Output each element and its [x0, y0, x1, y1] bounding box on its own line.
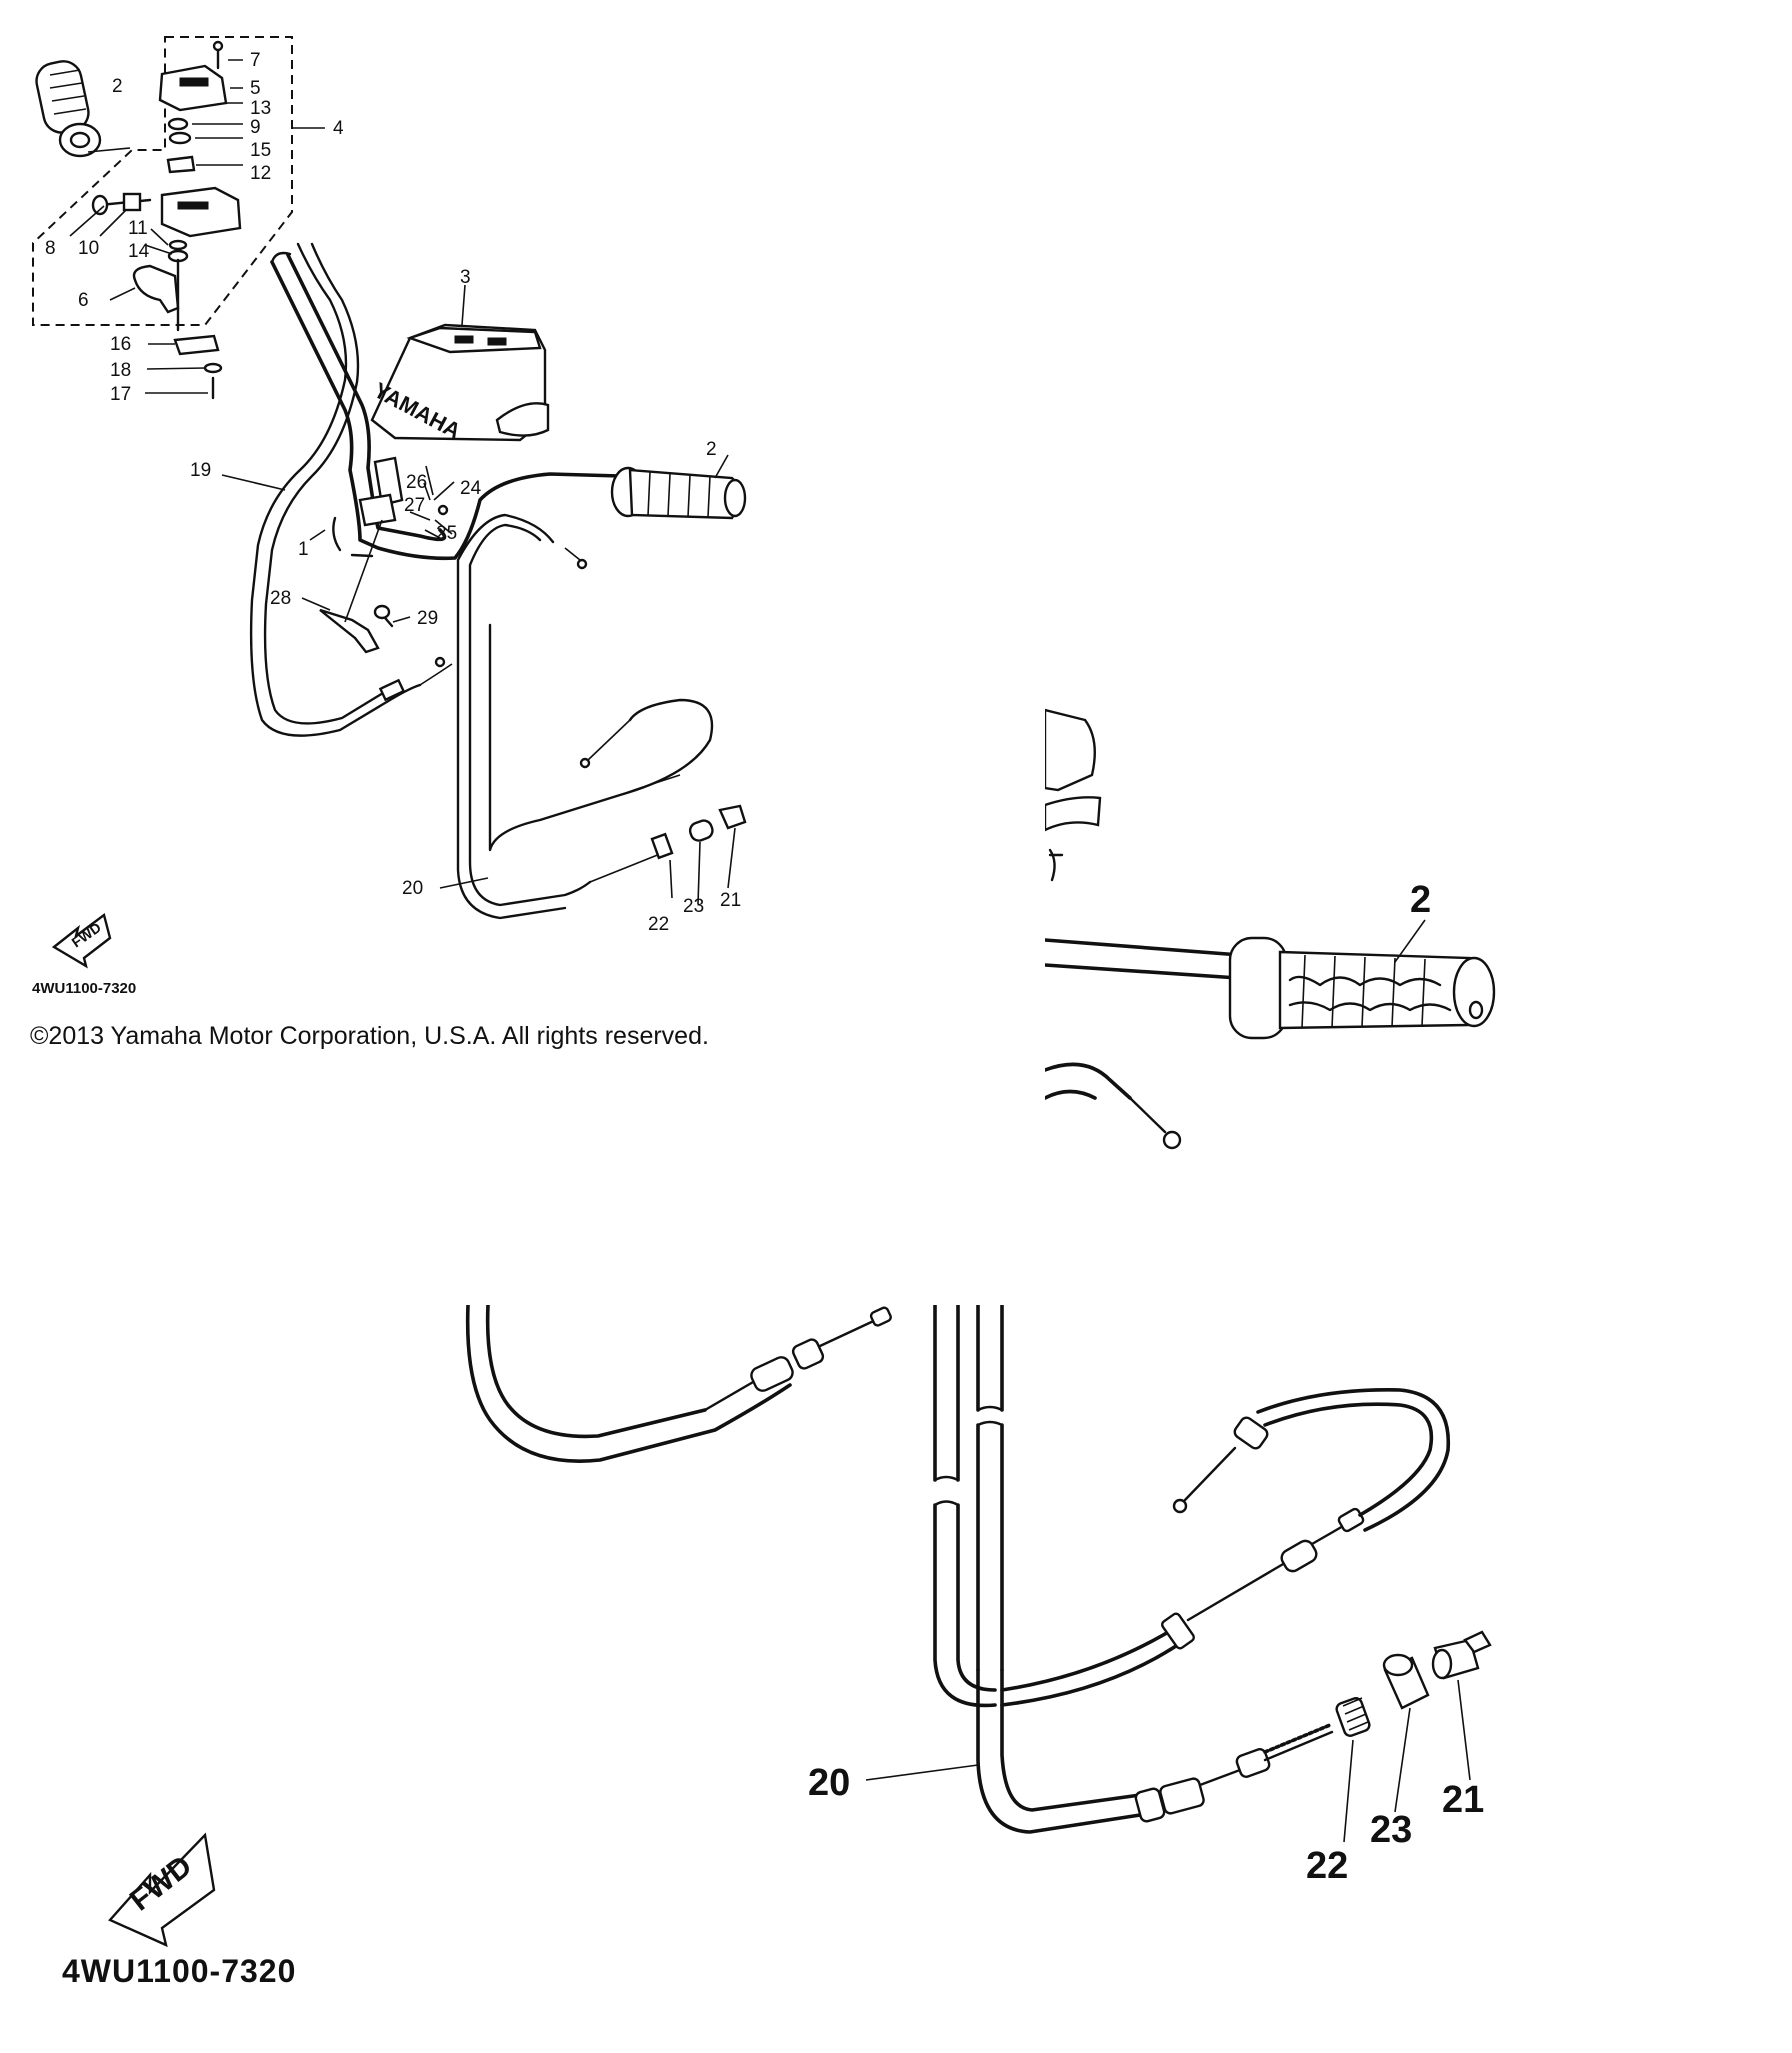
label-3: 3 — [460, 267, 471, 288]
washer-18 — [203, 362, 223, 374]
label-13: 13 — [250, 98, 271, 119]
label-18: 18 — [110, 360, 131, 381]
label-2-right: 2 — [706, 439, 717, 460]
label-28: 28 — [270, 588, 291, 609]
plate-12 — [166, 155, 196, 174]
label-12: 12 — [250, 163, 271, 184]
label-2-left: 2 — [112, 76, 123, 97]
zoom-label-2: 2 — [1410, 879, 1431, 921]
label-14: 14 — [128, 241, 150, 262]
label-9: 9 — [250, 117, 261, 138]
label-24: 24 — [460, 478, 482, 499]
label-11: 11 — [128, 218, 148, 239]
clamp-16 — [173, 334, 220, 356]
handlebar-cover: YAMAHA — [370, 323, 550, 444]
right-grip — [610, 466, 747, 520]
grip-leader — [87, 147, 131, 153]
switch-24 — [373, 456, 404, 507]
bracket-28 — [319, 608, 380, 654]
label-23: 23 — [683, 896, 704, 917]
label-29: 29 — [417, 608, 438, 629]
label-10: 10 — [78, 238, 99, 259]
zoom-cables: 20 21 22 23 FWD 4WU1100-7320 — [62, 1305, 1492, 1989]
zoom-sleeve-23 — [1382, 1653, 1430, 1710]
zoom-label-21: 21 — [1442, 1779, 1484, 1821]
spring-22 — [650, 832, 674, 860]
label-27: 27 — [404, 495, 425, 516]
label-16: 16 — [110, 334, 131, 355]
main-part-labels: 2 7 5 13 9 15 12 4 8 10 11 14 6 16 18 17… — [45, 50, 741, 935]
copyright-notice: ©2013 Yamaha Motor Corporation, U.S.A. A… — [30, 1022, 709, 1050]
left-grip — [35, 60, 102, 158]
label-20: 20 — [402, 878, 423, 899]
handlebar — [270, 260, 622, 561]
zoom-fitting-21 — [1431, 1630, 1492, 1680]
switch-lower-housing — [160, 186, 242, 238]
label-1: 1 — [298, 539, 309, 560]
label-7: 7 — [250, 50, 261, 71]
label-4: 4 — [333, 118, 344, 139]
label-17: 17 — [110, 384, 131, 405]
label-8: 8 — [45, 238, 56, 259]
label-21: 21 — [720, 890, 741, 911]
nut-10 — [122, 192, 142, 212]
washer-11 — [168, 239, 188, 251]
label-22: 22 — [648, 914, 669, 935]
label-15: 15 — [250, 140, 271, 161]
diagram-code: 4WU1100-7320 — [32, 980, 136, 997]
switch-assembly-outline — [32, 36, 293, 326]
zoom-grip-leader — [1394, 919, 1426, 963]
zoom-label-23: 23 — [1370, 1809, 1412, 1851]
switch-upper-housing — [158, 64, 228, 112]
zoom-fwd-arrow: FWD — [108, 1832, 216, 1948]
zoom-leader-lines — [865, 1679, 1471, 1843]
zoom-label-20: 20 — [808, 1762, 850, 1804]
fitting-21 — [718, 804, 747, 830]
label-26: 26 — [406, 472, 427, 493]
zoom-spring-22 — [1335, 1697, 1371, 1737]
washer-9 — [167, 117, 189, 131]
zoom-grip — [1228, 936, 1496, 1040]
zoom-label-22: 22 — [1306, 1845, 1348, 1887]
zoom-diagram-code: 4WU1100-7320 — [62, 1953, 296, 1989]
label-5: 5 — [250, 78, 261, 99]
label-6: 6 — [78, 290, 89, 311]
label-19: 19 — [190, 460, 211, 481]
zoom-right-grip: 2 — [1045, 708, 1496, 1150]
leader-lines — [69, 59, 736, 905]
cable-19 — [249, 242, 422, 737]
label-25: 25 — [436, 523, 457, 544]
throttle-lever-6 — [132, 264, 180, 314]
sleeve-23 — [688, 819, 714, 842]
fwd-arrow: FWD — [51, 912, 112, 969]
cable-20 — [468, 523, 592, 907]
main-exploded-view: YAMAHA 2 — [32, 36, 747, 997]
washer-15 — [168, 131, 192, 145]
